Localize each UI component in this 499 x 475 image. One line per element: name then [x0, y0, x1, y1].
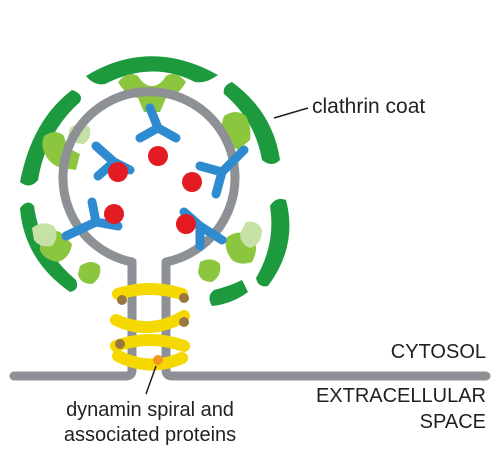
dynamin-protein-2 — [179, 293, 189, 303]
dynamin-ring-3 — [110, 334, 190, 352]
dynamin-protein-3 — [179, 317, 189, 327]
membrane — [9, 87, 491, 381]
label-dynamin-line2: associated proteins — [64, 424, 236, 446]
triskelion-left — [42, 132, 80, 170]
adaptor-protein-4 — [61, 197, 123, 241]
dynamin-ring-4 — [112, 350, 188, 371]
dynamin-protein-1 — [117, 295, 127, 305]
membrane-neck-left — [9, 257, 137, 381]
dynamin-leader-line — [145, 365, 157, 395]
clathrin-segment-upper-right — [223, 82, 280, 164]
label-extracellular-line1: EXTRACELLULAR — [316, 385, 486, 407]
cargo-molecule-4 — [104, 204, 124, 224]
label-dynamin-line1: dynamin spiral and — [66, 399, 234, 421]
dynamin-ring-2 — [110, 310, 190, 334]
adaptor-protein-3 — [195, 145, 249, 199]
dynamin-ring-1 — [112, 283, 188, 300]
triskelion-bottom-left — [78, 262, 101, 284]
dynamin-spiral — [110, 283, 190, 371]
clathrin-leader-line — [273, 107, 309, 119]
adaptor-protein-1 — [135, 103, 181, 143]
cargo-molecule-2 — [108, 162, 128, 182]
leader-lines — [145, 107, 309, 395]
cargo-molecule-1 — [148, 146, 168, 166]
clathrin-segment-top — [86, 56, 218, 85]
clathrin-segment-right — [256, 198, 290, 287]
dynamin-protein-highlight — [153, 355, 163, 365]
vesicle-membrane — [58, 87, 240, 267]
cargo-molecule-5 — [176, 214, 196, 234]
cargo-molecule-3 — [182, 172, 202, 192]
dynamin-protein-4 — [115, 339, 125, 349]
clathrin-segment-lower-right — [209, 280, 248, 306]
membrane-neck-right — [161, 257, 491, 381]
label-cytosol: CYTOSOL — [391, 341, 486, 363]
cargo-molecules — [104, 146, 202, 234]
clathrin-segment-lower-left — [20, 202, 78, 292]
label-extracellular-line2: SPACE — [420, 411, 486, 433]
label-clathrin-coat: clathrin coat — [312, 95, 425, 118]
triskelion-bottom-right — [198, 259, 221, 282]
triskelion-pale-right — [240, 221, 262, 248]
triskelion-pale-left — [32, 223, 57, 247]
